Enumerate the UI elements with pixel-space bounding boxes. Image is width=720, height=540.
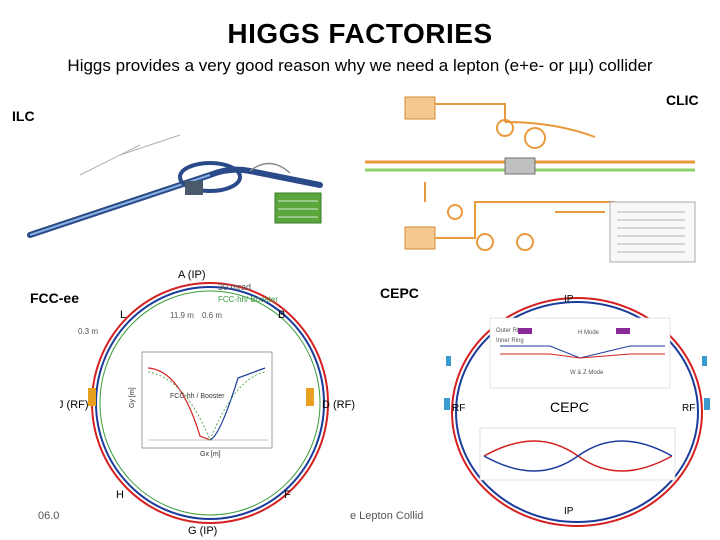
clic-main-beam (405, 182, 615, 250)
fcc-angle: 30 mrad (218, 282, 251, 292)
ilc-detector (185, 181, 203, 195)
fcc-rf-left (88, 388, 96, 406)
cepc-ip-top: IP (564, 294, 574, 305)
cepc-ip-bottom: IP (564, 506, 574, 517)
ilc-green-plate (275, 193, 321, 223)
fcc-point-a: A (IP) (178, 269, 206, 281)
footer-center: e Lepton Collid (350, 510, 423, 522)
cepc-label: CEPC (380, 285, 419, 301)
cepc-beta-plot (480, 428, 675, 480)
slide-subtitle: Higgs provides a very good reason why we… (0, 56, 720, 76)
fcc-point-g: G (IP) (188, 525, 217, 537)
clic-drive-beam (405, 97, 595, 148)
cepc-center-label: CEPC (550, 399, 589, 415)
cepc-inner-ring-label: Inner Ring (496, 338, 524, 344)
fcc-ee-diagram: A (IP) 30 mrad B L J (RF) D (RF) H F G (… (60, 268, 360, 540)
fcc-inset-inner-label: FCC-hh / Booster (170, 393, 225, 400)
fcc-inset-axis-x: Gx [m] (200, 451, 221, 458)
clic-schematic (355, 92, 710, 272)
footer-date: 06.0 (38, 510, 59, 522)
clic-ip (505, 158, 535, 174)
clic-combiner-ring (525, 128, 545, 148)
cepc-diagram: IP IP RF RF CEPC Outer Ring Inner Ring H… (440, 288, 715, 536)
fcc-point-h: H (116, 489, 124, 501)
fcc-dist1: 11.9 m (170, 311, 194, 320)
cepc-mode-wz: W & Z Mode (570, 370, 604, 376)
fcc-point-j: J (RF) (60, 399, 89, 411)
ilc-tunnel (30, 135, 321, 235)
slide-title: HIGGS FACTORIES (0, 18, 720, 50)
fcc-booster-label: FCC-hh/ Booster (218, 295, 278, 304)
clic-main-linac (365, 158, 695, 174)
fcc-point-f: F (284, 489, 291, 501)
cepc-top-inset: Outer Ring Inner Ring H Mode W & Z Mode (490, 318, 670, 388)
fcc-point-b: B (278, 309, 285, 321)
clic-caption-box (610, 202, 695, 262)
fcc-dist2: 0.6 m (202, 311, 222, 320)
cepc-mode-h: H Mode (578, 330, 600, 336)
cepc-rf-left: RF (452, 403, 465, 414)
fcc-rf-right (306, 388, 314, 406)
fcc-dist3: 0.3 m (78, 327, 98, 336)
fcc-point-d: D (RF) (322, 399, 355, 411)
fcc-point-l: L (120, 309, 126, 321)
cepc-rf-right: RF (682, 403, 695, 414)
ilc-schematic (20, 115, 360, 255)
fcc-inset-axis-y: Gy [m] (129, 387, 136, 408)
fcc-inset-plot: FCC-hh / Booster Gy [m] Gx [m] (129, 352, 272, 458)
